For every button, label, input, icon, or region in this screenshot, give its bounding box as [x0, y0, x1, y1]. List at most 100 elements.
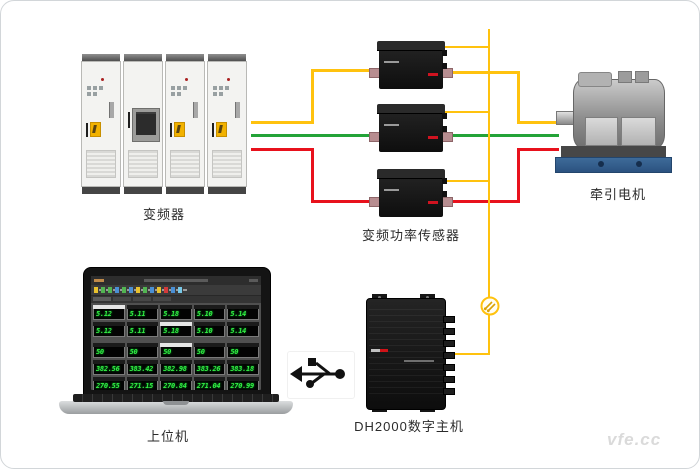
wire-yellow-drop-right [517, 71, 520, 124]
meter-cell: 271.04 [193, 377, 226, 390]
meter-cell: 50 [93, 343, 125, 358]
software-logo [94, 279, 104, 282]
meter-cell: 270.99 [227, 377, 259, 390]
meter-cell: 5.18 [160, 322, 192, 337]
meter-grid-bottom: 50 50 50 50 50 382.56 383.42 382.98 383.… [93, 343, 259, 390]
meter-cell: 270.55 [93, 377, 125, 390]
wire-signal-to-host [453, 353, 489, 355]
window-controls [249, 279, 258, 282]
laptop-screen: 5.12 5.11 5.18 5.10 5.14 5.12 5.11 5.18 … [83, 267, 271, 397]
cabinet-handle [193, 102, 198, 118]
meter-cell: 270.84 [160, 377, 192, 390]
warning-sticker [90, 122, 101, 137]
meter-cell: 382.56 [93, 360, 125, 375]
dh2000-logo [371, 349, 388, 352]
toolbar-icon [143, 287, 152, 293]
meter-cell: 50 [126, 343, 159, 358]
wire-yellow-to-motor [517, 121, 559, 124]
wire-red-drop-left [311, 148, 314, 203]
wire-signal-sensor1 [444, 46, 488, 48]
meter-cell: 383.42 [126, 360, 159, 375]
sensor-brand-text [384, 189, 399, 191]
wire-yellow-inverter-out [251, 121, 314, 124]
dh2000-label: DH2000数字主机 [354, 419, 464, 434]
wire-yellow-to-sensor1 [311, 69, 371, 72]
wire-signal-bus [488, 29, 490, 355]
wire-red-riser-right [517, 149, 520, 203]
meter-cell: 5.12 [93, 322, 125, 337]
meter-cell: 5.12 [93, 305, 125, 320]
traction-motor [554, 71, 672, 174]
wire-red-to-sensor3 [311, 200, 371, 203]
cable-connector-symbol [479, 295, 501, 317]
cabinet-display-panel [132, 108, 160, 142]
cabinet-handle [235, 102, 240, 118]
toolbar-icon [94, 287, 103, 293]
toolbar-icon [164, 287, 173, 293]
meter-cell: 382.98 [160, 360, 192, 375]
indicator-light [185, 78, 188, 81]
wire-yellow-riser-left [311, 69, 314, 124]
inverter-label: 变频器 [142, 207, 185, 222]
sensor-red-logo [428, 201, 438, 204]
warning-sticker [216, 122, 227, 137]
warning-sticker [174, 122, 185, 137]
wire-red-sensor3-out [451, 200, 520, 203]
inverter-cabinet-2 [123, 54, 163, 194]
toolbar-icon [136, 287, 145, 293]
meter-cell: 50 [227, 343, 259, 358]
toolbar-icon [178, 287, 187, 293]
meter-cell: 50 [193, 343, 226, 358]
meter-cell: 5.11 [126, 305, 159, 320]
wire-red-to-motor [517, 148, 559, 151]
toolbar-icon [129, 287, 138, 293]
meter-grid-top: 5.12 5.11 5.18 5.10 5.14 5.12 5.11 5.18 … [93, 305, 259, 337]
toolbar-icon [171, 287, 180, 293]
toolbar-icon [150, 287, 159, 293]
laptop-base [59, 394, 293, 415]
laptop-toolbar-icons [91, 285, 261, 296]
toolbar-icon [157, 287, 166, 293]
toolbar-icon [115, 287, 124, 293]
indicator-light [227, 78, 230, 81]
meter-cell: 5.14 [227, 305, 259, 320]
meter-cell: 5.14 [227, 322, 259, 337]
meter-cell: 5.18 [160, 305, 192, 320]
sensor-brand-text [384, 61, 399, 63]
inverter-cabinet-3 [165, 54, 205, 194]
usb-icon [287, 351, 355, 399]
inverter-cabinet-1 [81, 54, 121, 194]
toolbar-icon [108, 287, 117, 293]
measurement-software: 5.12 5.11 5.18 5.10 5.14 5.12 5.11 5.18 … [91, 276, 261, 390]
wire-signal-sensor3 [444, 180, 488, 182]
traction-motor-label: 牵引电机 [589, 187, 646, 202]
wire-yellow-sensor1-out [451, 71, 520, 74]
wire-signal-sensor2 [444, 111, 488, 113]
power-sensor-1 [377, 41, 447, 89]
meter-cell: 383.18 [227, 360, 259, 375]
vent-grille [170, 150, 200, 178]
power-sensor-2 [377, 104, 447, 152]
vent-grille [212, 150, 242, 178]
meter-cell: 5.10 [193, 322, 226, 337]
meter-cell: 5.10 [193, 305, 226, 320]
meter-cell: 383.26 [193, 360, 226, 375]
cabinet-handle [109, 102, 114, 118]
software-tabs [91, 296, 261, 303]
sensor-brand-text [384, 124, 399, 126]
vent-grille [128, 150, 158, 178]
toolbar-icon [101, 287, 110, 293]
wire-red-inverter-out [251, 148, 314, 151]
sensor-red-logo [428, 73, 438, 76]
power-sensor-3 [377, 169, 447, 217]
dh2000-model-text [404, 360, 434, 362]
vent-grille [86, 150, 116, 178]
meter-cell: 5.11 [126, 322, 159, 337]
meter-cell: 50 [160, 343, 192, 358]
toolbar-icon [122, 287, 131, 293]
software-titlebar [91, 276, 261, 285]
sensor-red-logo [428, 136, 438, 139]
watermark: vfe.cc [607, 430, 662, 449]
power-sensor-label: 变频功率传感器 [361, 228, 460, 243]
